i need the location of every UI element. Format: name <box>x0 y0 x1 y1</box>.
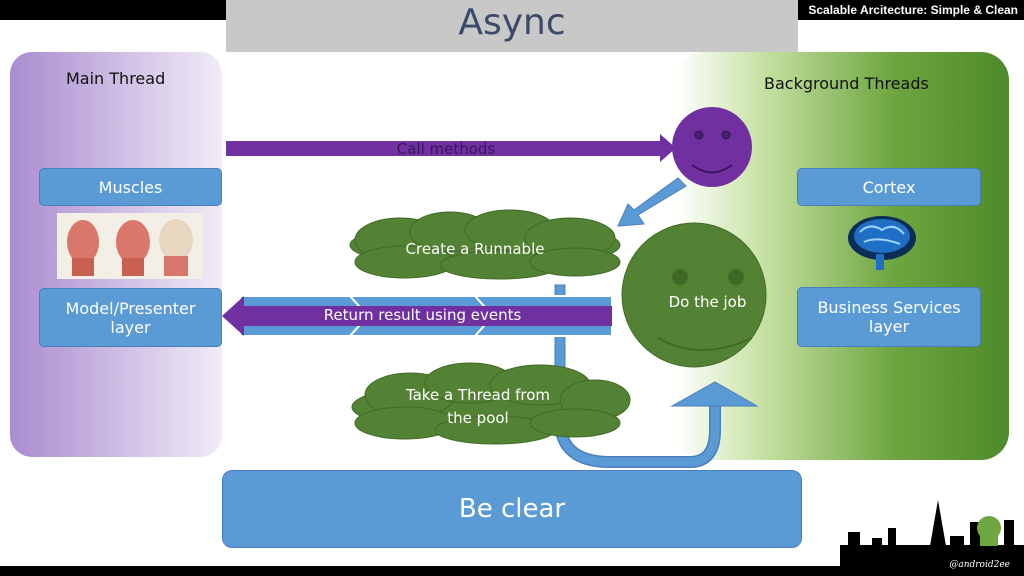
bottom-bar <box>0 566 1024 576</box>
business-services-box: Business Services layer <box>797 287 981 347</box>
brain-image <box>848 216 916 270</box>
take-thread-label: Take a Thread from the pool <box>388 384 568 430</box>
cortex-label: Cortex <box>862 177 916 197</box>
be-clear-label: Be clear <box>458 494 566 524</box>
purple-smiley-icon <box>672 107 752 187</box>
call-methods-arrow <box>226 134 676 162</box>
muscles-image <box>57 213 203 279</box>
take-thread-label-line1: Take a Thread from <box>405 386 551 404</box>
brand-text: Scalable Arcitecture: Simple & Clean <box>808 3 1018 17</box>
model-presenter-box: Model/Presenter layer <box>39 288 222 347</box>
muscles-box: Muscles <box>39 168 222 206</box>
take-thread-cloud <box>351 362 631 445</box>
create-runnable-label: Create a Runnable <box>405 240 545 258</box>
be-clear-box: Be clear <box>222 470 802 548</box>
business-services-label-line2: layer <box>868 317 910 336</box>
skyline-logo <box>840 500 1024 566</box>
return-result-label: Return result using events <box>323 306 522 324</box>
title-backdrop <box>226 0 798 52</box>
muscles-label: Muscles <box>98 177 163 197</box>
call-methods-label: Call methods <box>396 140 496 158</box>
business-services-label-line1: Business Services <box>817 298 961 317</box>
take-thread-label-line2: the pool <box>447 409 509 427</box>
model-presenter-label-line1: Model/Presenter <box>65 298 196 318</box>
return-result-arrow <box>222 295 613 337</box>
background-threads-label: Background Threads <box>764 74 929 93</box>
green-smiley-icon <box>621 222 767 368</box>
main-thread-label: Main Thread <box>66 69 166 88</box>
do-the-job-label: Do the job <box>668 293 747 311</box>
create-runnable-cloud <box>349 209 621 280</box>
watermark: @android2ee <box>949 560 1010 570</box>
model-presenter-label-line2: layer <box>110 317 151 337</box>
page-title: Async <box>458 2 566 43</box>
diagonal-down-arrow <box>617 177 687 227</box>
cortex-box: Cortex <box>797 168 981 206</box>
